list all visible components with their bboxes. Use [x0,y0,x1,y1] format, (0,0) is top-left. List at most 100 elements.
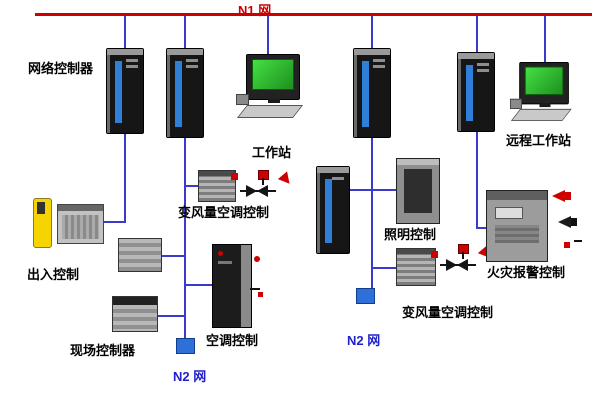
lighting-control-cabinet-icon [396,158,440,224]
ac-sensor-tick [250,288,260,290]
fire-panel-slots [495,225,539,243]
damper-stem [462,252,464,259]
screen [252,59,294,90]
drop-wire-remote-ws [544,16,546,64]
wire-branch-vav1 [186,185,198,187]
tower-cap [458,53,494,59]
tower-edge [317,167,320,253]
tower-cap [354,49,390,55]
damper-duct-line [440,264,476,266]
n1-bus-line [35,13,592,16]
monitor-icon [246,54,300,100]
door-notch [37,202,45,214]
ac-tower-side [241,245,251,327]
wire-branch-ac-tower [186,284,212,286]
damper-stem [262,178,264,185]
workstation-label: 工作站 [252,145,292,160]
fire-horn-black-base [571,218,577,226]
vav-control-2-label: 变风量空调控制 [402,305,494,320]
keyboard-icon [236,105,304,118]
n2-network-node-left [176,338,195,354]
tower-slot [477,69,489,72]
access-controller-box-icon [57,204,104,244]
tower-edge [458,53,461,131]
tower-cap [107,49,143,55]
damper-flow-arrow [277,171,295,188]
tower-slot [126,59,138,62]
fire-horn-red-base [565,192,571,200]
damper-valve-1-icon [240,170,295,202]
ac-sensor-red-square [258,292,263,297]
drop-wire-workstation [267,16,269,58]
network-controller-tower-2 [166,48,204,138]
wire-branch-rack2 [156,315,184,317]
access-box-grill [62,215,99,239]
fire-strobe-red-square [564,242,570,248]
remote-workstation-label: 远程工作站 [506,133,572,148]
monitor-stand [268,99,280,103]
tower-edge [107,49,110,133]
field-controller-label: 现场控制器 [70,343,136,358]
drop-wire-tower1 [124,16,126,50]
fire-panel-display [495,207,523,219]
damper-valve-2-icon [440,244,495,276]
access-box-cap [58,205,103,211]
n2-network-label-left: N2 网 [173,369,207,384]
field-controller-rack-2-icon [112,296,158,332]
printer-icon [236,94,249,105]
access-door-icon [33,198,52,248]
tower-cap [317,167,349,173]
wire-tower4-down [476,131,478,229]
fire-strobe-tick [574,240,582,242]
vav-control-1-label: 变风量空调控制 [178,205,270,220]
fire-horn-red-icon [552,190,565,202]
n1-network-label: N1 网 [238,3,272,18]
vav-red-chip [231,173,238,180]
screen [524,66,564,96]
wire-branch-vav2 [373,267,396,269]
cabinet-panel [404,169,432,213]
lighting-control-label: 照明控制 [384,227,437,242]
wire-branch-lighting [348,189,396,191]
remote-workstation-icon [510,62,580,126]
wire-branch-fire-alarm [478,227,486,229]
n2-network-label-right: N2 网 [347,333,381,348]
tower-edge [354,49,357,137]
tower-slot [126,65,138,68]
drop-wire-tower4 [476,16,478,54]
tower-stripe [362,61,369,127]
tower-slot [477,63,489,66]
fire-horn-black-icon [558,216,571,228]
middle-controller-tower [316,166,350,254]
tower-slot [373,59,385,62]
tower-slot [186,65,198,68]
tower-edge [167,49,170,137]
monitor-icon [519,62,569,105]
tower-slot [373,65,385,68]
wire-tower3-to-n2-node [371,137,373,288]
field-controller-rack-1-icon [118,238,162,272]
wire-tower1-to-access [124,133,126,223]
vav-cap [397,249,435,254]
network-controller-label: 网络控制器 [28,61,94,76]
ac-control-tower-icon [212,244,252,328]
workstation-computer-icon [236,54,312,124]
tower-stripe [115,61,122,123]
monitor-stand [539,103,551,108]
vav-controller-1-icon [198,170,238,202]
drop-wire-tower2 [184,16,186,50]
controller-tower-3 [353,48,391,138]
vav-controller-2-icon [396,248,438,286]
access-control-label: 出入控制 [27,267,80,282]
tower-stripe [466,65,473,121]
n2-network-node-right [356,288,375,304]
keyboard-icon [510,108,572,121]
vav-cap [199,171,235,176]
tower-stripe [325,179,332,243]
fire-alarm-panel-icon [486,190,548,262]
network-controller-tower-1 [106,48,144,134]
drop-wire-tower3 [371,16,373,50]
tower-cap [167,49,203,55]
cabinet-cap [397,159,439,165]
